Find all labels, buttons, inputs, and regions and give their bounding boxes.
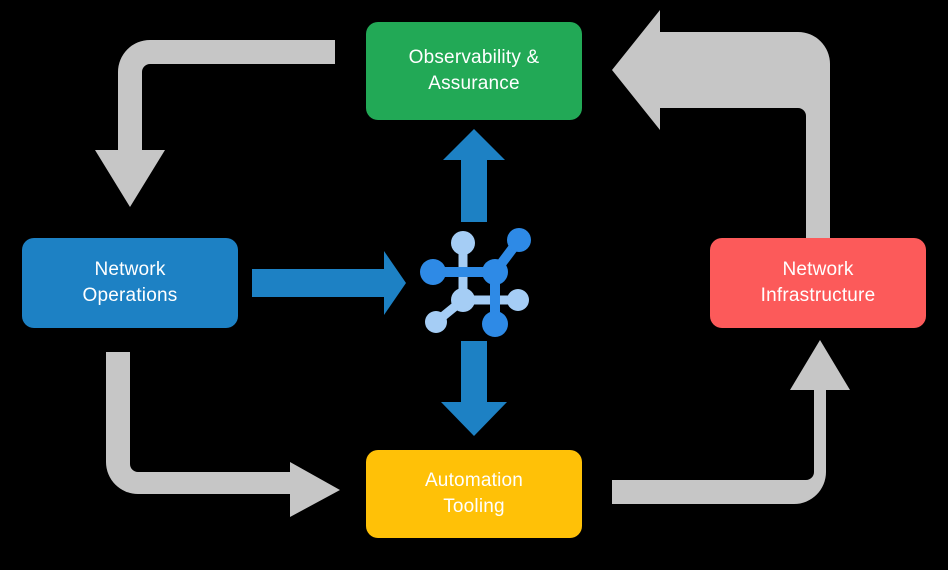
arrow-operations-to-center	[252, 251, 406, 315]
arrow-center-to-observability	[443, 129, 505, 222]
arrow-center-to-automation	[441, 341, 507, 436]
arrow-automation-to-infrastructure	[612, 340, 850, 504]
node-network-operations[interactable]: Network Operations	[22, 238, 238, 328]
node-automation-tooling[interactable]: Automation Tooling	[366, 450, 582, 538]
arrow-operations-to-automation	[106, 352, 340, 517]
network-topology-icon	[420, 228, 531, 337]
node-network-infrastructure[interactable]: Network Infrastructure	[710, 238, 926, 328]
node-observability-assurance[interactable]: Observability & Assurance	[366, 22, 582, 120]
arrow-infrastructure-to-observability	[612, 10, 830, 245]
arrow-observability-to-operations	[95, 40, 335, 207]
